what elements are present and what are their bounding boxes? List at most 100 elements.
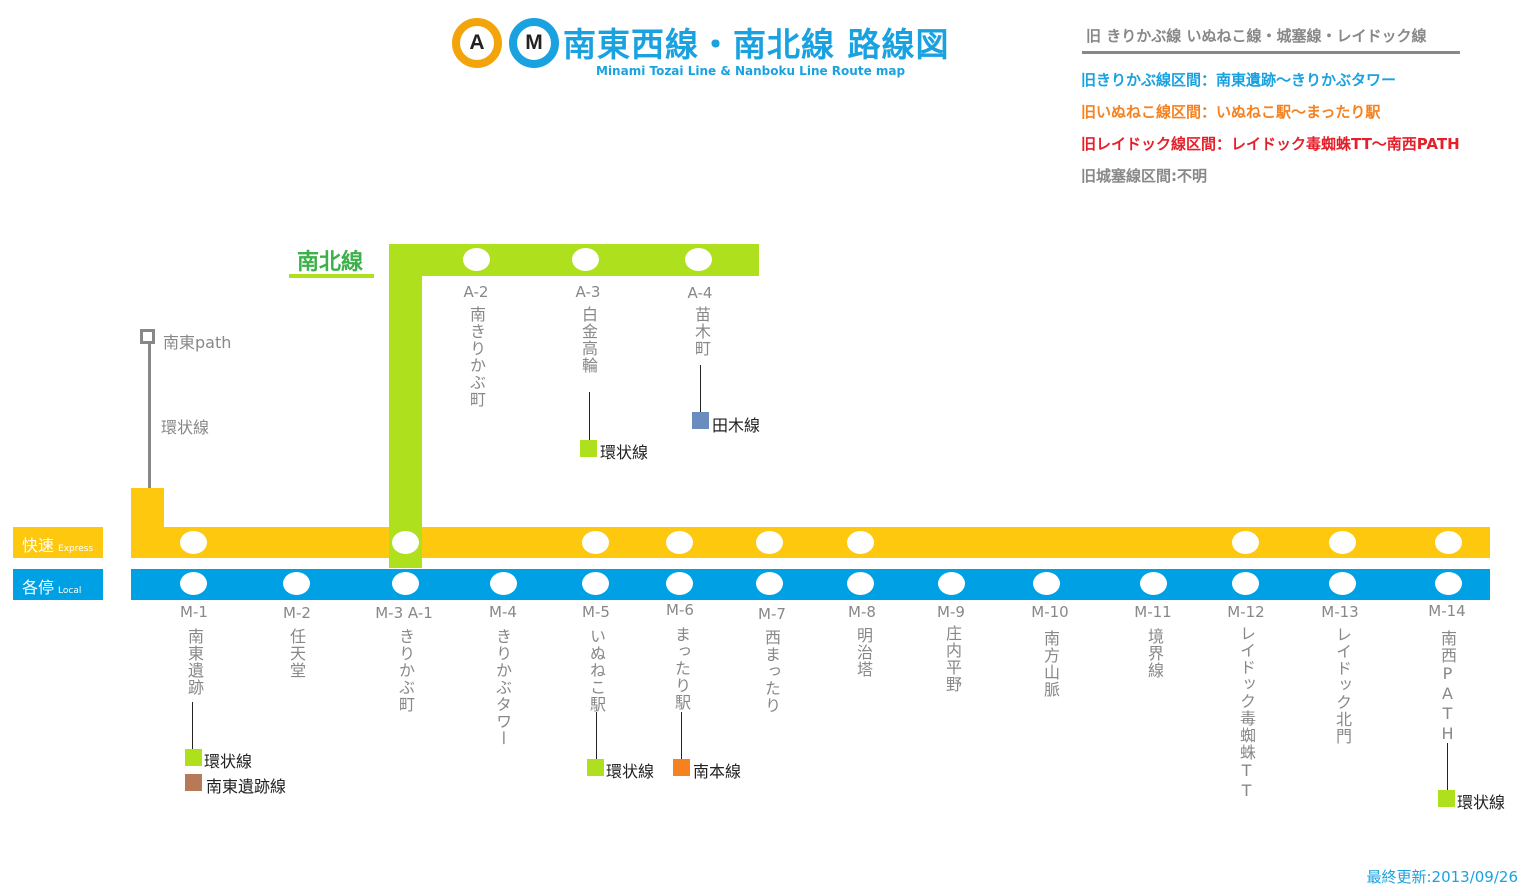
loop-line-swatch [1438,790,1455,807]
express-stop-m5[interactable] [582,531,609,554]
station-code-m13: M-13 [1321,603,1359,621]
station-code-m4: M-4 [489,603,517,621]
line-a-logo-letter: A [469,31,485,54]
nantou-path-station-name: 南東path [163,333,232,352]
express-stop-m12[interactable] [1232,531,1259,554]
local-stop-m3[interactable] [392,572,419,595]
loop-branch-line [148,343,151,489]
express-tag-label: 快速 [22,536,55,555]
a4-transfer-taki-line: 田木線 [712,416,761,435]
m1-connection-line [192,702,193,749]
local-stop-m12[interactable] [1232,572,1259,595]
local-stop-m11[interactable] [1140,572,1167,595]
local-stop-m6[interactable] [666,572,693,595]
nanboku-label-underline [289,274,374,278]
station-name-m6: まったり駅 [672,626,691,711]
station-name-m10: 南方山脈 [1041,630,1060,698]
express-stop-m13[interactable] [1329,531,1356,554]
express-stop-m7[interactable] [756,531,783,554]
station-name-m5: いぬねこ駅 [587,628,606,713]
m6-connection-line [681,712,682,759]
station-name-a3: 白金高輪 [579,306,598,374]
station-marker-a4[interactable] [685,248,712,271]
local-line-bar [131,569,1490,600]
station-name-m14: 南西PATH [1438,630,1457,744]
station-code-m11: M-11 [1134,603,1172,621]
local-stop-m7[interactable] [756,572,783,595]
local-stop-m13[interactable] [1329,572,1356,595]
station-marker-a3[interactable] [572,248,599,271]
a3-connection-line [589,392,590,440]
taki-line-swatch [692,412,709,429]
nantou-path-station-marker[interactable] [140,329,155,344]
loop-line-swatch [580,440,597,457]
local-stop-m5[interactable] [582,572,609,595]
station-code-m6: M-6 [666,601,694,619]
station-code-a4: A-4 [687,284,713,302]
express-stop-m14[interactable] [1435,531,1462,554]
station-name-m1: 南東遺跡 [185,628,204,696]
local-stop-m1[interactable] [180,572,207,595]
m14-transfer-loop-line: 環状線 [1457,793,1506,812]
station-name-m8: 明治塔 [854,627,873,678]
station-name-m2: 任天堂 [287,628,306,679]
express-stop-m3[interactable] [392,531,419,554]
station-code-m5: M-5 [582,603,610,621]
local-stop-m8[interactable] [847,572,874,595]
legend-row-jousai: 旧城塞線区間:不明 [1081,167,1207,185]
station-name-m12: レイドック毒蜘蛛TT [1237,625,1256,801]
station-code-m3: M-3 A-1 [375,604,433,622]
local-stop-m14[interactable] [1435,572,1462,595]
line-m-logo-letter: M [525,31,543,54]
m6-transfer-nanhon-line: 南本線 [693,762,742,781]
station-name-a2: 南きりかぶ町 [467,306,486,408]
local-tag-english: Local [58,586,82,596]
a4-connection-line [700,365,701,412]
station-name-m13: レイドック北門 [1333,626,1352,745]
station-name-a4: 苗木町 [692,306,711,357]
station-code-m14: M-14 [1428,602,1466,620]
local-stop-m2[interactable] [283,572,310,595]
legend-heading: 旧 きりかぶ線 いぬねこ線・城塞線・レイドック線 [1082,25,1460,54]
a3-transfer-loop-line: 環状線 [600,443,649,462]
express-stop-m6[interactable] [666,531,693,554]
station-code-m7: M-7 [758,605,786,623]
station-code-m8: M-8 [848,603,876,621]
line-a-logo: A [452,18,502,68]
local-stop-m10[interactable] [1033,572,1060,595]
express-stop-m1[interactable] [180,531,207,554]
legend-row-inuneko: 旧いぬねこ線区間：いぬねこ駅〜まったり駅 [1081,103,1381,121]
legend-row-kirikabu: 旧きりかぶ線区間：南東遺跡〜きりかぶタワー [1081,71,1397,89]
local-stop-m4[interactable] [490,572,517,595]
loop-line-swatch [587,759,604,776]
nantou-iseki-line-swatch [185,774,202,791]
m5-transfer-loop-line: 環状線 [606,762,655,781]
page-title: 南東西線・南北線 路線図 [563,25,950,64]
nanhon-line-swatch [673,759,690,776]
nanboku-line-vertical [389,244,422,568]
station-code-m1: M-1 [180,603,208,621]
station-code-a2: A-2 [463,283,489,301]
m1-transfer-nantou-iseki-line: 南東遺跡線 [206,777,287,796]
nanboku-line-label: 南北線 [297,250,364,275]
station-code-m9: M-9 [937,603,965,621]
express-tag-english: Express [58,544,94,554]
m5-connection-line [596,712,597,759]
station-name-m11: 境界線 [1145,628,1164,679]
station-code-m2: M-2 [283,604,311,622]
station-code-a3: A-3 [575,283,601,301]
express-line-bar [131,527,1490,558]
station-marker-a2[interactable] [463,248,490,271]
loop-branch-label: 環状線 [161,418,210,437]
m1-transfer-loop-line: 環状線 [204,752,253,771]
local-stop-m9[interactable] [938,572,965,595]
express-branch-stub [131,488,164,533]
express-stop-m8[interactable] [847,531,874,554]
local-tag-label: 各停 [22,578,55,597]
line-m-logo: M [509,18,559,68]
station-name-m9: 庄内平野 [943,625,962,693]
page-subtitle: Minami Tozai Line & Nanboku Line Route m… [596,64,906,78]
station-code-m12: M-12 [1227,603,1265,621]
